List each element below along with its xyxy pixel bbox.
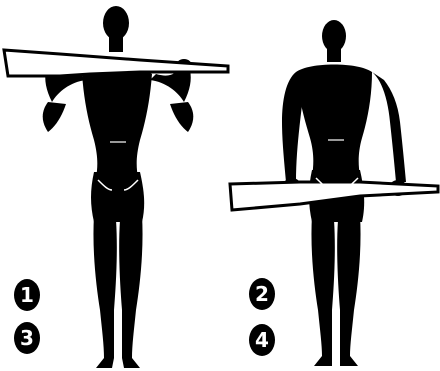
left-upper-arm-figure-1: [43, 102, 66, 132]
step-number-3: 3: [20, 326, 34, 350]
right-leg-figure-2: [337, 215, 360, 366]
left-leg-figure-2: [311, 215, 334, 366]
rifle-figure-1: [4, 50, 228, 76]
step-number-1: 1: [20, 283, 34, 307]
left-leg-figure-1: [93, 215, 116, 368]
step-number-2: 2: [255, 282, 269, 306]
figure-arms-raised: [4, 6, 228, 368]
torso-figure-1: [82, 68, 152, 178]
torso-figure-2: [296, 65, 372, 177]
neck-figure-2: [327, 46, 341, 62]
step-number-4: 4: [255, 328, 269, 352]
right-upper-arm-figure-1: [170, 102, 193, 132]
hips-figure-1: [91, 172, 144, 222]
step-badge-4: 4: [249, 324, 275, 356]
right-arm-figure-2: [372, 72, 406, 182]
right-leg-figure-1: [119, 215, 142, 368]
left-arm-figure-2: [282, 72, 306, 182]
step-badge-1: 1: [14, 279, 40, 311]
figure-arms-lowered: [230, 20, 438, 366]
neck-figure-1: [109, 34, 123, 52]
step-badge-3: 3: [14, 322, 40, 354]
step-badge-2: 2: [249, 278, 275, 310]
